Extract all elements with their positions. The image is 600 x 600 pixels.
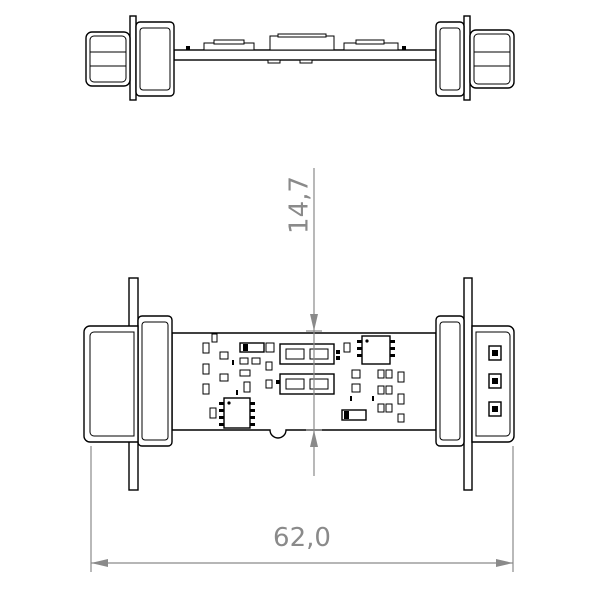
side-component: [269, 35, 335, 51]
ic-pin: [357, 347, 362, 350]
smd-part: [219, 373, 229, 382]
smd-part: [397, 413, 405, 423]
pin: [336, 356, 340, 360]
horizontal-dimension: 62,0: [90, 446, 514, 572]
smd-part: [377, 369, 385, 379]
smd-part: [397, 371, 405, 383]
smd-part: [351, 369, 361, 379]
diode: [239, 342, 265, 353]
smd-part: [202, 363, 210, 375]
ic-right-pin1: [365, 339, 369, 343]
right-pin-hole: [492, 378, 498, 384]
side-left-plug-inner: [89, 35, 127, 83]
smd-part: [209, 407, 217, 419]
smd-part: [211, 333, 218, 343]
arrow-head: [310, 430, 318, 447]
optocoupler-detail: [309, 348, 329, 360]
ic-pin: [219, 409, 224, 412]
optocoupler-detail: [285, 378, 305, 390]
optocoupler-detail: [309, 378, 329, 390]
smd-part: [385, 369, 393, 379]
smd-part: [351, 383, 361, 393]
side-component: [186, 46, 190, 50]
ic-pin: [250, 409, 255, 412]
side-view: [85, 15, 515, 101]
smd-part: [397, 393, 405, 405]
side-component: [402, 46, 406, 50]
arrow-head: [496, 559, 513, 567]
smd-part: [377, 403, 385, 413]
left-plug-inner: [89, 331, 135, 437]
smd-part: [265, 361, 273, 371]
vertical-dimension-label: 14,7: [285, 176, 315, 234]
smd-part: [385, 385, 393, 395]
pin: [336, 350, 340, 354]
smd-part: [202, 342, 210, 354]
ic-pin: [250, 416, 255, 419]
smd-part: [239, 369, 251, 377]
smd-part: [239, 357, 249, 365]
ic-pin: [219, 423, 224, 426]
smd-part: [265, 342, 275, 353]
side-right-shell-inner: [439, 27, 461, 91]
horizontal-dimension-label: 62,0: [273, 523, 331, 553]
smd-part: [219, 351, 229, 360]
ic-pin: [390, 340, 395, 343]
right-flange: [463, 277, 473, 491]
side-pcb: [173, 49, 437, 61]
pin: [232, 360, 234, 365]
ic-pin: [357, 354, 362, 357]
ic-pin: [357, 340, 362, 343]
optocoupler-detail: [285, 348, 305, 360]
right-pin-hole: [492, 406, 498, 412]
right-shell-inner: [439, 321, 461, 441]
side-right-plug-inner: [473, 33, 511, 85]
pin: [372, 396, 374, 401]
ic-pin: [219, 416, 224, 419]
side-component: [355, 39, 385, 45]
pin: [350, 396, 352, 401]
side-component: [299, 59, 313, 64]
arrow-head: [91, 559, 108, 567]
side-left-flange: [129, 15, 137, 101]
diode: [341, 409, 367, 421]
side-component: [277, 33, 327, 38]
ic-left-pin1: [227, 401, 231, 405]
pin: [276, 380, 280, 384]
side-component: [213, 39, 245, 45]
side-left-shell-inner: [139, 27, 171, 91]
smd-part: [385, 403, 393, 413]
smd-part: [377, 385, 385, 395]
top-view: [83, 277, 515, 491]
smd-part: [343, 342, 351, 353]
arrow-head: [310, 314, 318, 331]
ic-pin: [390, 354, 395, 357]
smd-part: [243, 381, 251, 393]
vertical-dimension: 14,7: [285, 168, 322, 476]
smd-part: [265, 379, 273, 389]
ic-pin: [250, 423, 255, 426]
ic-pin: [250, 402, 255, 405]
right-pin-hole: [492, 350, 498, 356]
pcb-components: [202, 333, 405, 429]
left-shell-inner: [141, 321, 169, 441]
side-right-flange: [463, 15, 471, 101]
diode-band: [243, 344, 248, 351]
ic-pin: [390, 347, 395, 350]
pin: [236, 390, 238, 395]
ic-pin: [219, 402, 224, 405]
smd-part: [202, 383, 210, 395]
side-component: [267, 59, 281, 64]
diode-band: [344, 411, 349, 419]
smd-part: [251, 357, 261, 365]
